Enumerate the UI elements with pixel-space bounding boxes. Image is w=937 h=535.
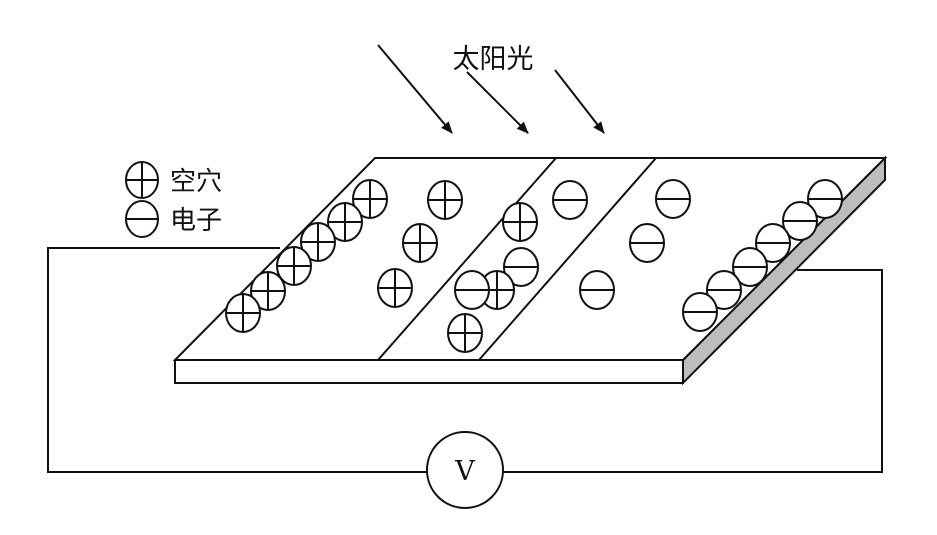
junction-boundary-left	[377, 157, 557, 361]
electron-carrier	[503, 247, 539, 287]
right-wire	[503, 269, 883, 473]
sunlight-arrow-2	[466, 71, 529, 134]
legend: 空穴 电子	[125, 161, 222, 238]
hole-carrier	[447, 313, 483, 353]
electron-carrier	[782, 201, 818, 241]
electron-carrier	[732, 247, 768, 287]
electron-carrier	[682, 292, 718, 332]
sunlight-arrows	[377, 44, 605, 134]
electron-carrier	[454, 270, 490, 310]
legend-hole-label: 空穴	[170, 167, 222, 197]
hole-carrier	[377, 268, 413, 308]
hole-carrier	[352, 179, 388, 219]
hole-carrier	[250, 271, 286, 311]
junction-boundary-right	[478, 157, 657, 361]
left-wire	[47, 247, 427, 473]
electron-carrier	[552, 180, 588, 220]
legend-electron-label: 电子	[170, 206, 222, 236]
electron-carrier	[706, 270, 742, 310]
electron-carrier	[807, 179, 843, 219]
hole-carrier	[276, 246, 312, 286]
sunlight-label: 太阳光	[453, 44, 534, 75]
hole-carrier	[427, 180, 463, 220]
hole-carrier	[479, 270, 515, 310]
hole-carrier	[402, 223, 438, 263]
hole-carrier	[502, 202, 538, 242]
electron-carrier	[755, 223, 791, 263]
electron-carrier	[629, 223, 665, 263]
hole-carrier	[225, 293, 261, 333]
sunlight-arrow-3	[554, 69, 605, 134]
hole-carrier	[327, 202, 363, 242]
voltmeter-label: V	[454, 456, 475, 487]
electron-icon	[125, 200, 159, 238]
slab-front-face	[174, 359, 684, 384]
electron-carrier	[655, 179, 691, 219]
hole-carrier	[300, 222, 336, 262]
charge-carriers	[225, 179, 843, 353]
voltmeter: V	[426, 431, 504, 509]
sunlight-arrow-1	[377, 44, 453, 134]
hole-icon	[125, 161, 159, 199]
electron-carrier	[579, 270, 615, 310]
voltmeter-circle	[426, 431, 504, 509]
